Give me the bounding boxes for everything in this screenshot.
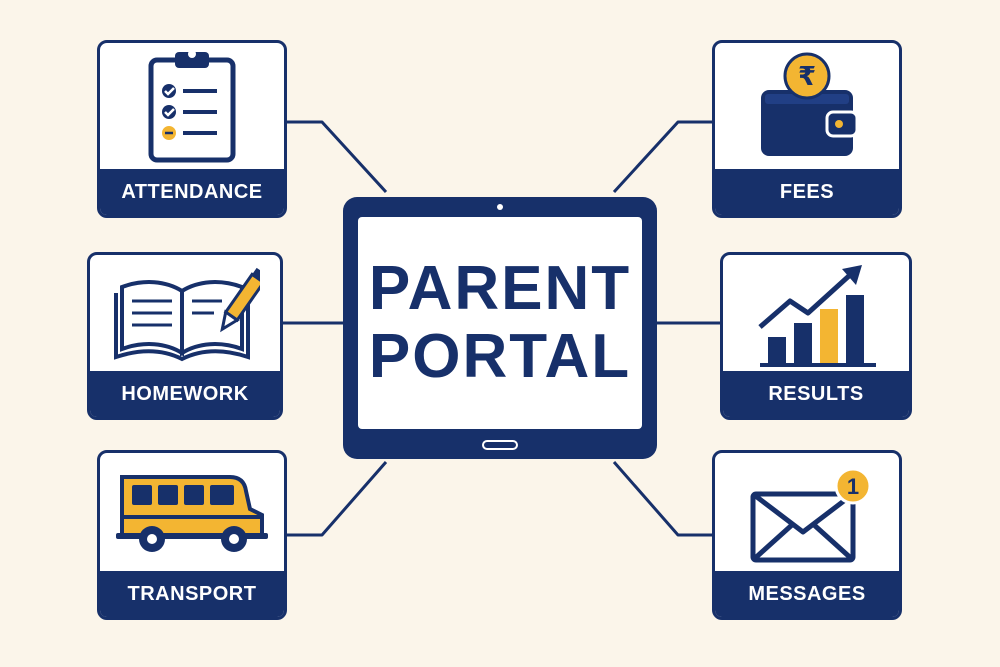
school-bus-icon bbox=[116, 475, 268, 552]
wallet-rupee-icon: ₹ bbox=[761, 52, 859, 156]
homework-label: HOMEWORK bbox=[90, 371, 280, 417]
transport-tile[interactable]: TRANSPORT bbox=[97, 450, 287, 620]
tablet-camera bbox=[497, 204, 503, 210]
portal-title-line2: PORTAL bbox=[368, 322, 632, 391]
tablet-home-button bbox=[482, 440, 518, 450]
open-book-pencil-icon bbox=[114, 267, 260, 362]
bar-chart-arrow-icon bbox=[758, 265, 876, 367]
clipboard-checklist-icon bbox=[148, 50, 236, 163]
results-tile[interactable]: RESULTS bbox=[720, 252, 912, 420]
tablet-screen: PARENT PORTAL bbox=[358, 217, 642, 429]
homework-tile[interactable]: HOMEWORK bbox=[87, 252, 283, 420]
messages-label: MESSAGES bbox=[715, 571, 899, 617]
messages-tile[interactable]: 1 MESSAGES bbox=[712, 450, 902, 620]
fees-tile[interactable]: ₹ FEES bbox=[712, 40, 902, 218]
attendance-tile[interactable]: ATTENDANCE bbox=[97, 40, 287, 218]
fees-label: FEES bbox=[715, 169, 899, 215]
attendance-label: ATTENDANCE bbox=[100, 169, 284, 215]
transport-label: TRANSPORT bbox=[100, 571, 284, 617]
results-label: RESULTS bbox=[723, 371, 909, 417]
badge-count: 1 bbox=[847, 474, 859, 499]
parent-portal-tablet[interactable]: PARENT PORTAL bbox=[343, 197, 657, 459]
portal-title-line1: PARENT bbox=[368, 254, 632, 323]
notification-badge: 1 bbox=[834, 467, 872, 505]
rupee-symbol: ₹ bbox=[798, 62, 816, 92]
envelope-icon: 1 bbox=[750, 467, 872, 563]
